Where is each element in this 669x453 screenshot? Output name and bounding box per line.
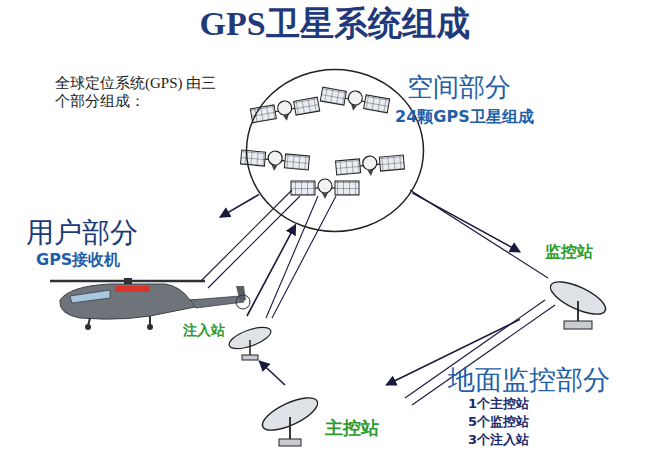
station-count: 3个注入站 bbox=[468, 432, 529, 448]
master-station: 主控站 bbox=[250, 385, 390, 450]
diagram-title: GPS卫星系统组成 bbox=[0, 4, 669, 45]
signal-arrow bbox=[259, 361, 285, 385]
node-text: 监控站 bbox=[545, 242, 593, 261]
intro-note: 全球定位系统(GPS) 由三个部分组成： bbox=[55, 74, 230, 110]
satellite-icon bbox=[291, 179, 359, 199]
node-text: 用户部分 bbox=[26, 216, 138, 250]
injection-station: 注入站 bbox=[180, 316, 290, 361]
satellite-icon bbox=[320, 85, 390, 117]
orbit-circle bbox=[245, 68, 425, 233]
node-text: 空间部分 bbox=[407, 72, 511, 103]
node-text: GPS接收机 bbox=[36, 250, 120, 269]
user-segment: 用户部分GPS接收机 bbox=[20, 216, 220, 334]
monitor-station: 监控站 bbox=[520, 240, 650, 335]
injection-dish bbox=[227, 323, 274, 360]
space-segment: 空间部分24颗GPS卫星组成 bbox=[245, 68, 425, 233]
master-dish bbox=[258, 391, 322, 446]
satellites bbox=[240, 85, 405, 199]
node-text: 24颗GPS卫星组成 bbox=[395, 107, 534, 126]
station-count: 1个主控站 bbox=[468, 396, 529, 412]
signal-arrow bbox=[247, 225, 296, 316]
segment-heading: 地面监控部分 bbox=[448, 364, 610, 396]
satellite-icon bbox=[250, 95, 320, 127]
satellite-icon bbox=[240, 148, 309, 174]
monitor-dish bbox=[546, 275, 610, 329]
signal-arrow bbox=[412, 193, 520, 252]
signal-arrow bbox=[220, 195, 259, 218]
station-count: 5个监控站 bbox=[468, 414, 529, 430]
node-text: 注入站 bbox=[183, 322, 225, 339]
node-text: 主控站 bbox=[325, 417, 379, 439]
satellite-icon bbox=[335, 153, 404, 179]
